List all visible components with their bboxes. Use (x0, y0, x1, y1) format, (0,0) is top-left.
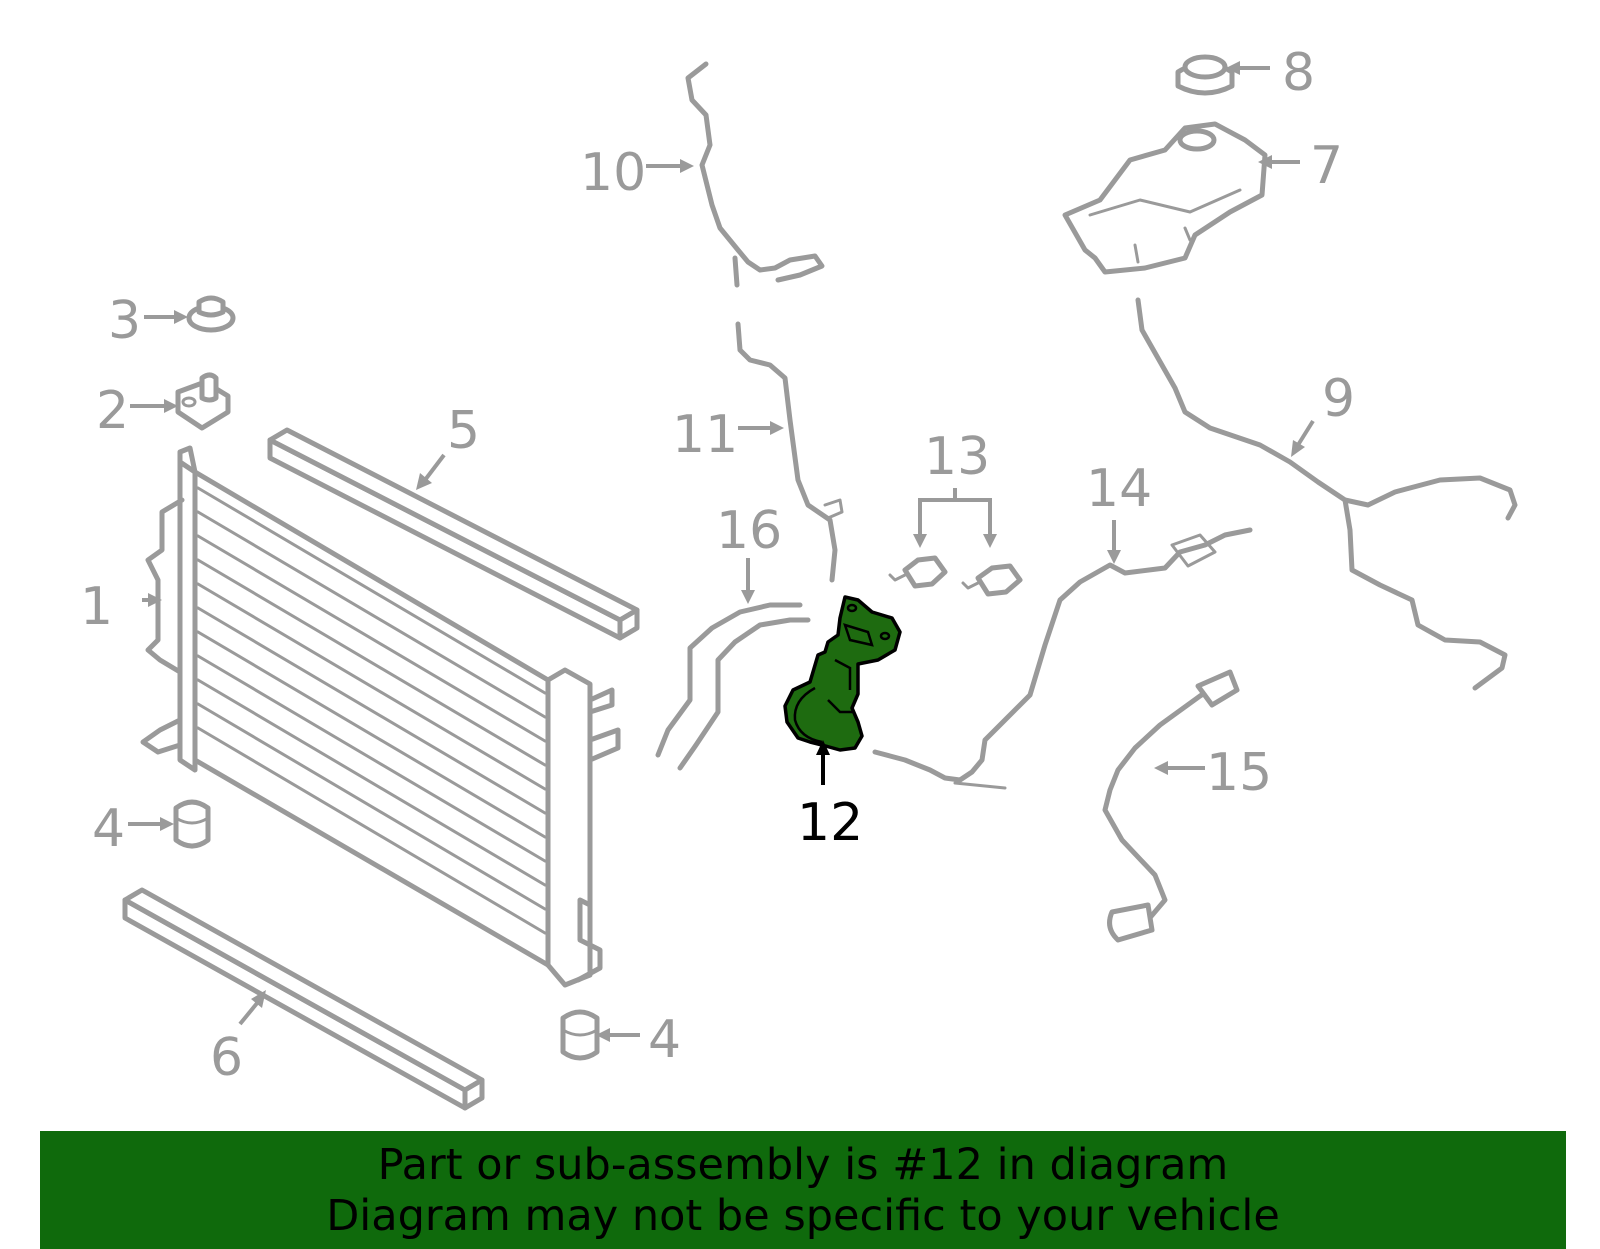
part-9-hose-assembly[interactable] (1135, 297, 1518, 691)
part-13-sensor-right[interactable] (961, 563, 1023, 597)
callout-4-upper: 4 (92, 799, 125, 859)
callout-9: 9 (1322, 369, 1355, 429)
callout-6: 6 (210, 1028, 243, 1088)
part-5-upper-seal[interactable] (267, 427, 640, 641)
part-8-tank-cap[interactable] (1175, 54, 1235, 96)
part-6-lower-seal[interactable] (122, 887, 485, 1111)
leader-arrows (128, 61, 1315, 1042)
banner-line-1: Part or sub-assembly is #12 in diagram (377, 1140, 1229, 1190)
callout-8: 8 (1282, 43, 1315, 103)
leader-arrow-12 (816, 740, 830, 785)
callout-3: 3 (108, 291, 141, 351)
part-11-coolant-pipe[interactable] (735, 321, 844, 583)
part-3-grommet[interactable] (186, 295, 236, 333)
part-10-upper-hose[interactable] (685, 61, 825, 288)
part-16-hose[interactable] (655, 602, 811, 771)
radiator-core-fins (196, 486, 547, 935)
callout-1: 1 (80, 577, 113, 637)
callout-12: 12 (797, 793, 863, 853)
part-1-radiator[interactable] (140, 445, 621, 988)
callout-5: 5 (447, 401, 480, 461)
part-14-coolant-line[interactable] (872, 527, 1253, 790)
callout-14: 14 (1086, 459, 1152, 519)
callout-10: 10 (580, 143, 646, 203)
banner-line-2: Diagram may not be specific to your vehi… (326, 1191, 1280, 1241)
callout-4-lower: 4 (648, 1010, 681, 1070)
part-2-bracket[interactable] (175, 372, 231, 431)
callout-13: 13 (924, 427, 990, 487)
part-15-lower-hose[interactable] (1102, 669, 1240, 943)
part-7-expansion-tank[interactable] (1062, 121, 1268, 275)
part-4-isolator-lower[interactable] (560, 1009, 600, 1061)
info-banner: Part or sub-assembly is #12 in diagram D… (40, 1131, 1566, 1249)
part-13-sensor-left[interactable] (888, 555, 948, 589)
callout-16: 16 (716, 501, 782, 561)
part-12-highlighted-housing[interactable] (783, 595, 902, 752)
callout-7: 7 (1310, 136, 1343, 196)
part-4-isolator-upper[interactable] (173, 799, 211, 849)
callout-2: 2 (96, 381, 129, 441)
callout-15: 15 (1206, 743, 1272, 803)
callout-11: 11 (672, 405, 738, 465)
